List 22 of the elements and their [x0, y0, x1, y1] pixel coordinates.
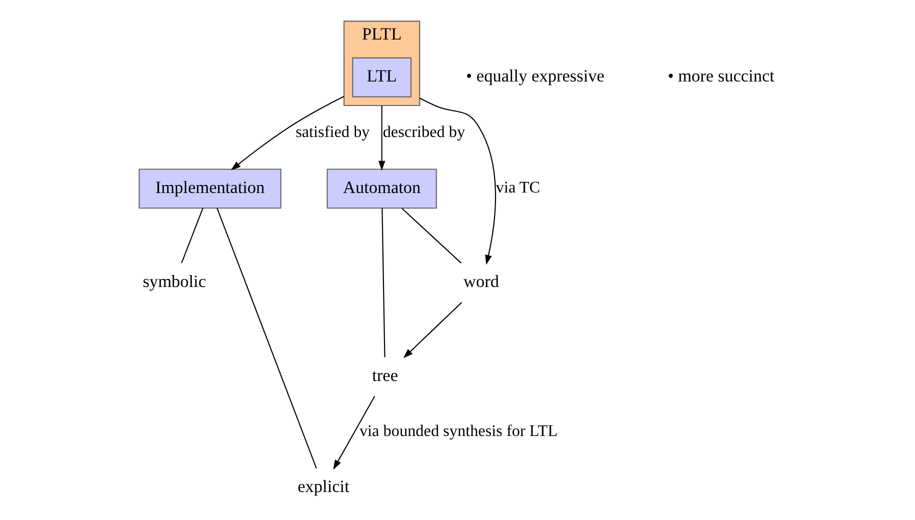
node-label: • equally expressive [466, 66, 604, 86]
node-text: word [462, 272, 498, 291]
node-text: symbolic [142, 272, 206, 291]
edge-label: via bounded synthesis for LTL [358, 422, 558, 440]
arrow [418, 98, 496, 265]
arrow [332, 396, 375, 470]
node-label: • more succinct [667, 66, 774, 86]
arrow [378, 106, 385, 171]
node-box: Automaton [326, 168, 436, 209]
connector [401, 208, 462, 264]
node-text: tree [372, 366, 398, 385]
node-box: LTL [352, 57, 412, 98]
connector [180, 208, 203, 264]
edge-label: satisfied by [295, 122, 370, 141]
edge-label: via TC [495, 178, 540, 196]
node-text: explicit [297, 477, 349, 496]
connector [216, 208, 316, 469]
arrow [230, 96, 344, 170]
edge-label: described by [382, 122, 465, 141]
arrow [402, 302, 462, 358]
node-box: Implementation [138, 168, 281, 209]
connector [381, 208, 385, 358]
